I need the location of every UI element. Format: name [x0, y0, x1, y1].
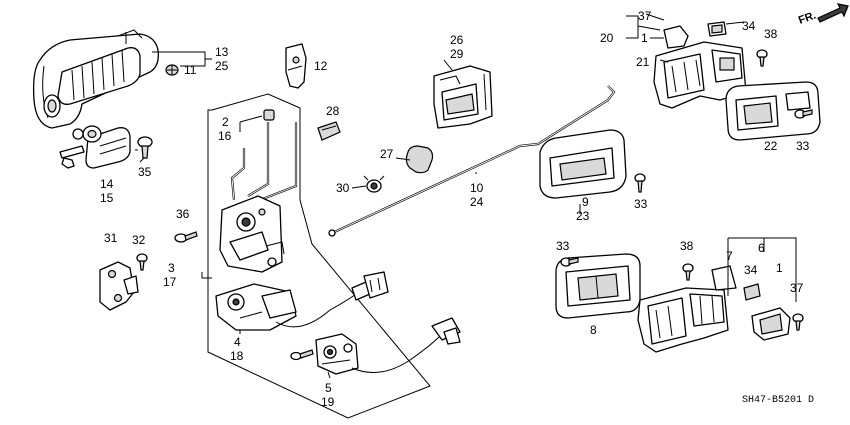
direction-label: FR.	[797, 9, 818, 26]
actuator-4-18	[215, 283, 297, 331]
label-37b: 37	[790, 281, 804, 295]
lock-assembly-6-7	[637, 265, 737, 353]
label-4: 4	[234, 335, 241, 349]
clip-34b	[743, 283, 761, 301]
screw-33c	[794, 109, 813, 119]
label-21: 21	[636, 55, 650, 69]
assembly-bracket	[207, 93, 431, 419]
key-cylinder	[82, 125, 131, 169]
connector-b	[431, 317, 461, 345]
screw-35	[137, 136, 153, 159]
label-12: 12	[314, 59, 328, 73]
label-13: 13	[215, 45, 229, 59]
label-10: 10	[470, 181, 484, 195]
screw-37b	[792, 313, 804, 331]
connector-a	[351, 271, 389, 301]
label-38b: 38	[680, 239, 694, 253]
label-25: 25	[215, 59, 229, 73]
label-6: 6	[758, 241, 765, 255]
bushing-30	[363, 175, 385, 193]
label-14: 14	[100, 177, 114, 191]
label-24: 24	[470, 195, 484, 209]
label-26: 26	[450, 33, 464, 47]
label-23: 23	[576, 209, 590, 223]
bracket-12	[285, 43, 307, 89]
label-35: 35	[138, 165, 152, 179]
screw-33a	[634, 173, 646, 193]
label-33a: 33	[634, 197, 648, 211]
label-1a: 1	[641, 31, 648, 45]
door-latch-3-17	[219, 195, 285, 273]
pad-28	[317, 121, 341, 141]
label-22: 22	[764, 139, 778, 153]
label-18: 18	[230, 349, 244, 363]
label-32: 32	[132, 233, 146, 247]
wire-harness-b	[351, 335, 441, 373]
label-8: 8	[590, 323, 597, 337]
label-37a: 37	[638, 9, 652, 23]
screw-latch	[290, 349, 314, 361]
label-2: 2	[222, 115, 229, 129]
key	[59, 128, 85, 169]
label-33c: 33	[796, 139, 810, 153]
label-27: 27	[380, 147, 394, 161]
label-28: 28	[326, 104, 340, 118]
front-direction-arrow: FR.	[797, 3, 849, 27]
wire-harness-a	[275, 293, 357, 328]
actuator-5-19	[315, 333, 359, 375]
label-36: 36	[176, 207, 190, 221]
label-11: 11	[184, 63, 197, 77]
screw-11	[165, 64, 179, 76]
label-19: 19	[321, 395, 335, 409]
inside-handle-bracket-26-29	[433, 65, 493, 129]
label-34b: 34	[744, 263, 758, 277]
label-17: 17	[163, 275, 177, 289]
label-29: 29	[450, 47, 464, 61]
rods-2-16	[230, 109, 298, 202]
label-5: 5	[325, 381, 332, 395]
label-1b: 1	[776, 261, 783, 275]
label-33b: 33	[556, 239, 570, 253]
part-labels: 13 25 11 12 14 15 35 2 16 28 26 29 27 30…	[100, 9, 810, 409]
diagram-code: SH47-B5201 D	[742, 395, 814, 406]
inside-handle-22	[725, 81, 821, 141]
label-30: 30	[336, 181, 350, 195]
label-15: 15	[100, 191, 114, 205]
label-9: 9	[582, 195, 589, 209]
screw-38a	[756, 49, 768, 67]
screw-36	[174, 231, 198, 243]
label-3: 3	[168, 261, 175, 275]
outside-handle	[32, 29, 159, 129]
pad-27	[405, 145, 434, 174]
screw-38b	[682, 263, 694, 281]
leader-lines	[135, 13, 797, 379]
label-20: 20	[600, 31, 614, 45]
lock-rod-10-24	[328, 85, 616, 237]
label-7: 7	[726, 249, 733, 263]
label-38a: 38	[764, 27, 778, 41]
label-34a: 34	[742, 19, 756, 33]
actuator-1b	[751, 307, 791, 341]
screw-32	[136, 253, 148, 271]
label-16: 16	[218, 129, 232, 143]
label-31: 31	[104, 231, 118, 245]
inside-handle-9-23	[539, 129, 627, 199]
striker-31	[99, 261, 139, 311]
lock-assembly-20-21	[653, 21, 747, 109]
screw-33b	[560, 257, 579, 267]
